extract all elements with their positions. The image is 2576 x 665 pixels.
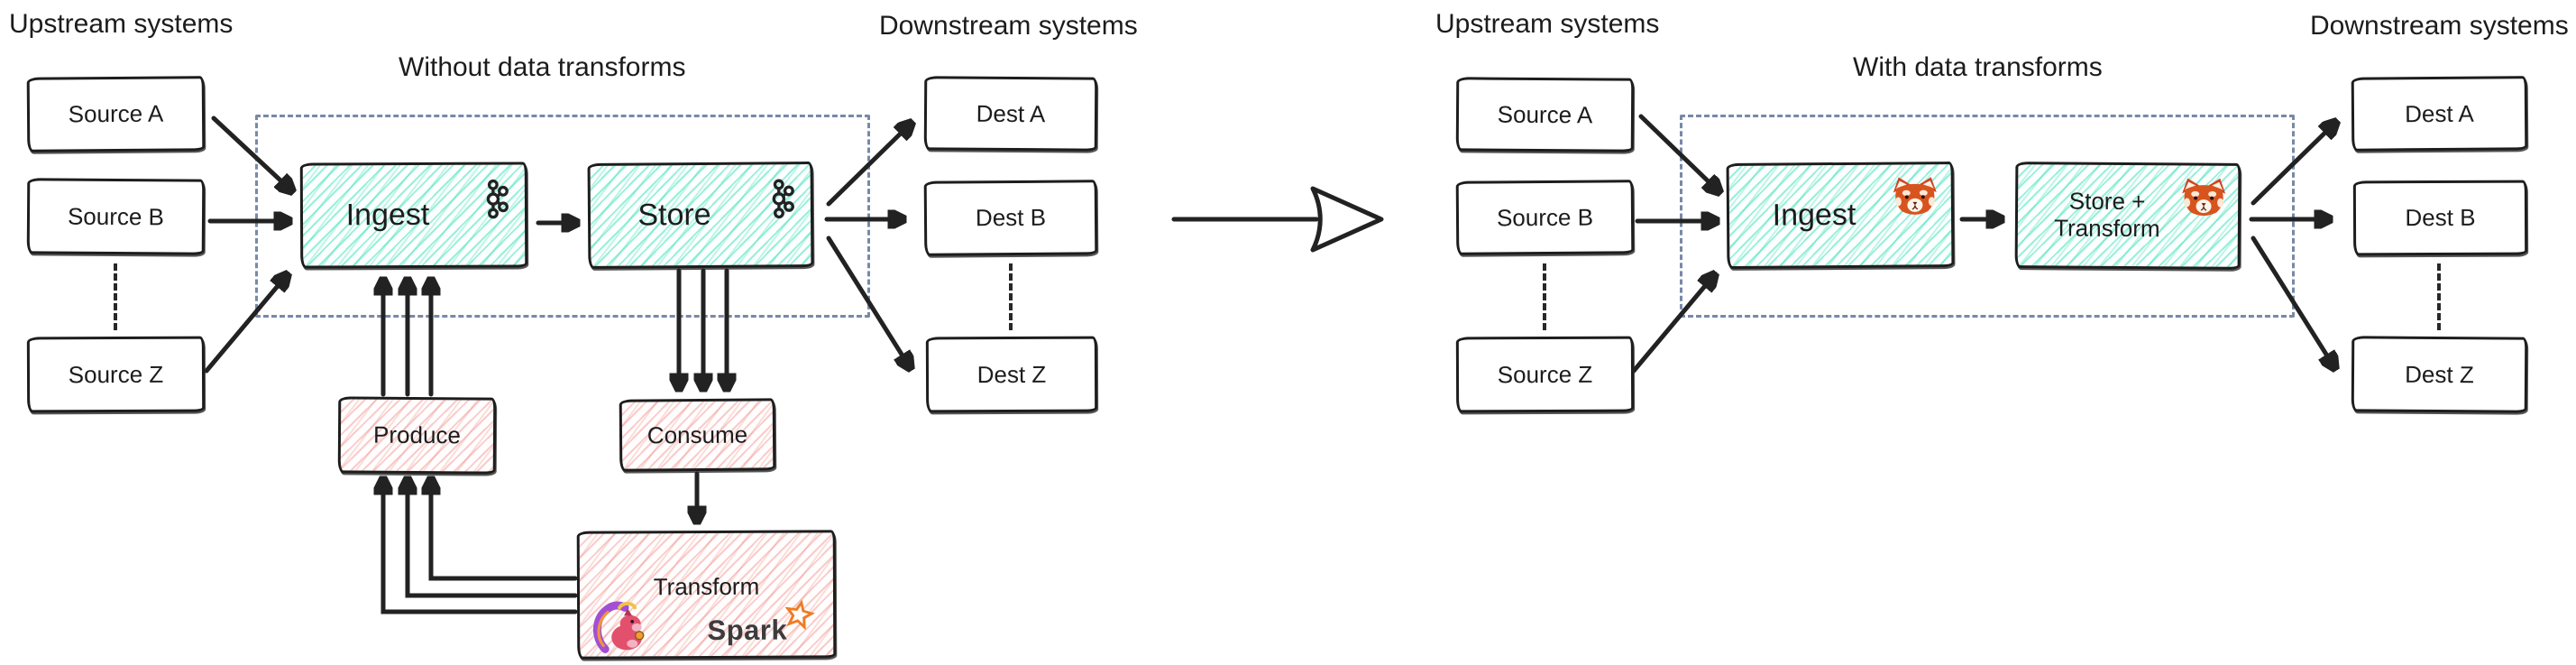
right-downstream-title: Downstream systems <box>2310 11 2569 41</box>
left-pipeline-boundary <box>255 115 870 318</box>
left-store-label: Store <box>637 197 711 233</box>
right-ingest-label: Ingest <box>1772 197 1856 233</box>
left-upstream-title: Upstream systems <box>9 9 234 39</box>
flink-icon <box>592 601 645 653</box>
spark-logo: Spark <box>707 599 815 647</box>
dest-z-box: Dest Z <box>2351 336 2528 413</box>
source-z-box: Source Z <box>26 336 206 413</box>
redpanda-icon <box>2182 178 2226 217</box>
dest-a-label: Dest A <box>976 99 1046 127</box>
source-b-label: Source B <box>1496 203 1594 231</box>
sources-ellipsis-dashes <box>114 263 117 330</box>
right-store-transform-box: Store + Transform <box>2014 162 2241 270</box>
right-pipeline-boundary <box>1680 115 2295 318</box>
left-ingest-label: Ingest <box>345 197 430 233</box>
dest-z-label: Dest Z <box>976 360 1047 388</box>
source-z-label: Source Z <box>68 360 164 388</box>
spark-star-icon <box>784 599 815 631</box>
redpanda-icon <box>1893 177 1937 215</box>
arrow-transform-produce <box>431 480 578 581</box>
source-z-label: Source Z <box>1497 360 1593 388</box>
left-store-box: Store <box>587 162 814 269</box>
dest-b-label: Dest B <box>975 203 1047 232</box>
arrow-transform-produce <box>383 480 578 614</box>
right-upstream-title: Upstream systems <box>1435 9 1660 39</box>
dests-ellipsis-dashes <box>2437 263 2441 330</box>
right-diagram-title: With data transforms <box>1853 52 2103 82</box>
produce-label: Produce <box>372 420 462 449</box>
dest-z-label: Dest Z <box>2405 360 2474 388</box>
produce-box: Produce <box>337 396 497 475</box>
left-ingest-box: Ingest <box>299 162 528 269</box>
transform-box: Transform Spark <box>576 530 837 660</box>
sources-ellipsis-dashes <box>1543 263 1546 330</box>
source-b-label: Source B <box>67 202 165 230</box>
source-z-box: Source Z <box>1455 336 1635 413</box>
kafka-icon <box>486 179 509 219</box>
consume-box: Consume <box>619 398 776 472</box>
right-store-transform-label: Store + Transform <box>2054 187 2160 243</box>
dest-b-box: Dest B <box>2352 180 2528 256</box>
source-a-label: Source A <box>1497 100 1593 128</box>
arrow-transform-produce <box>408 480 578 598</box>
source-a-box: Source A <box>26 76 206 152</box>
kafka-icon <box>772 179 794 219</box>
spark-wordmark: Spark <box>707 614 788 646</box>
dest-z-box: Dest Z <box>925 336 1098 413</box>
dest-a-label: Dest A <box>2405 99 2474 127</box>
right-ingest-box: Ingest <box>1726 162 1955 269</box>
dests-ellipsis-dashes <box>1009 263 1013 330</box>
left-downstream-title: Downstream systems <box>879 11 1138 41</box>
left-diagram-title: Without data transforms <box>399 52 686 82</box>
dest-a-box: Dest A <box>2351 76 2528 152</box>
dest-a-box: Dest A <box>923 76 1098 152</box>
source-b-box: Source B <box>26 178 206 255</box>
source-b-box: Source B <box>1455 180 1635 255</box>
dest-b-box: Dest B <box>923 180 1098 256</box>
source-a-box: Source A <box>1455 77 1635 152</box>
dest-b-label: Dest B <box>2405 203 2476 232</box>
comparison-arrow <box>1171 186 1384 253</box>
source-a-label: Source A <box>68 99 164 128</box>
consume-label: Consume <box>646 420 748 448</box>
